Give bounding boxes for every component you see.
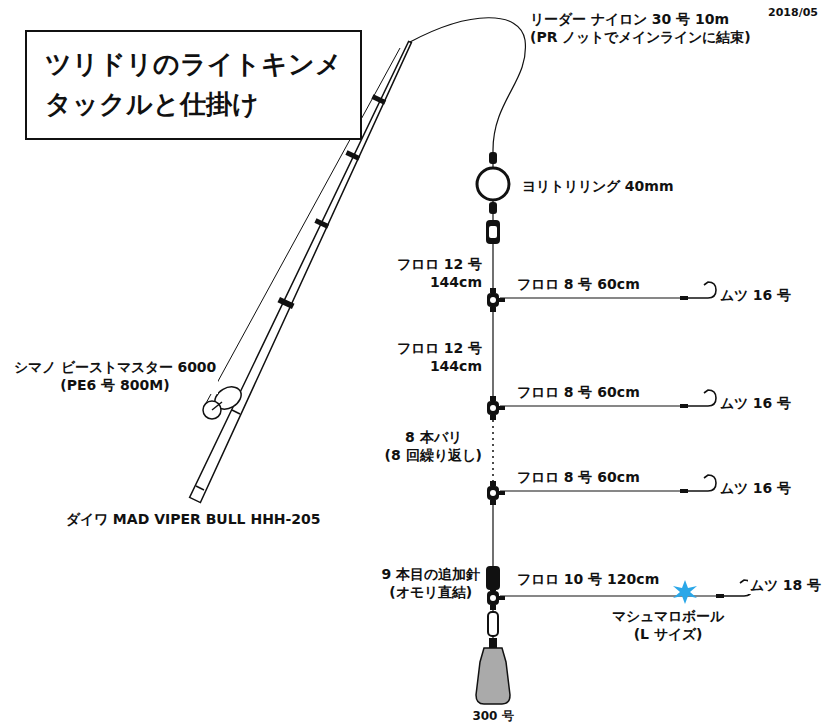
marshmallow-ball xyxy=(673,580,697,604)
text-line: (PR ノットでメインラインに結束) xyxy=(530,28,751,46)
leader-line xyxy=(410,18,525,150)
title-box: ツリドリのライトキンメ タックルと仕掛け xyxy=(25,30,362,140)
text-line: (オモリ直結) xyxy=(381,583,480,601)
text-line: ツリドリのライトキンメ xyxy=(45,44,342,84)
rig-label: ムツ 18 号 xyxy=(748,576,823,594)
rig-label: ムツ 16 号 xyxy=(718,286,793,304)
text-line: 144cm xyxy=(397,357,482,375)
text-line: シマノ ビーストマスター 6000 xyxy=(14,358,217,376)
swivel-ring xyxy=(477,168,509,200)
rig-label: 300 号 xyxy=(470,707,515,725)
sinker xyxy=(476,648,510,704)
rig-label: 8 本バリ (8 回繰り返し) xyxy=(383,428,484,464)
text-line: マシュマロボール xyxy=(612,607,724,625)
text-line: タックルと仕掛け xyxy=(45,84,342,124)
text-line: リーダー ナイロン 30 号 10m xyxy=(530,10,751,28)
text-line: 8 本バリ xyxy=(385,428,482,446)
text-line: フロロ 12 号 xyxy=(397,339,482,357)
text-line: (PE6 号 800M) xyxy=(14,376,217,394)
rig-label: 2018/05 xyxy=(766,4,820,22)
rig-label: マシュマロボール (L サイズ) xyxy=(610,607,726,643)
rig-label: フロロ 8 号 60cm xyxy=(515,468,642,486)
text-line: フロロ 12 号 xyxy=(397,255,482,273)
rig-label: フロロ 8 号 60cm xyxy=(515,275,642,293)
rig-label: シマノ ビーストマスター 6000 (PE6 号 800M) xyxy=(12,358,219,394)
text-line: 144cm xyxy=(397,273,482,291)
rig-label: フロロ 12 号 144cm xyxy=(395,255,484,291)
rig-label: ダイワ MAD VIPER BULL HHH-205 xyxy=(64,510,323,528)
rig-label: フロロ 12 号 144cm xyxy=(395,339,484,375)
rig-label: フロロ 8 号 60cm xyxy=(515,383,642,401)
rig-label: フロロ 10 号 120cm xyxy=(515,570,661,588)
text-line: (8 回繰り返し) xyxy=(385,446,482,464)
title: ツリドリのライトキンメ タックルと仕掛け xyxy=(45,44,342,124)
text-line: 9 本目の追加針 xyxy=(381,565,480,583)
rig-label: ムツ 16 号 xyxy=(718,479,793,497)
rig-label: ムツ 16 号 xyxy=(718,394,793,412)
rig-label: 9 本目の追加針 (オモリ直結) xyxy=(379,565,482,601)
rig-label: ヨリトリリング 40mm xyxy=(520,177,676,195)
rig-label: リーダー ナイロン 30 号 10m (PR ノットでメインラインに結束) xyxy=(528,10,753,46)
text-line: (L サイズ) xyxy=(612,625,724,643)
